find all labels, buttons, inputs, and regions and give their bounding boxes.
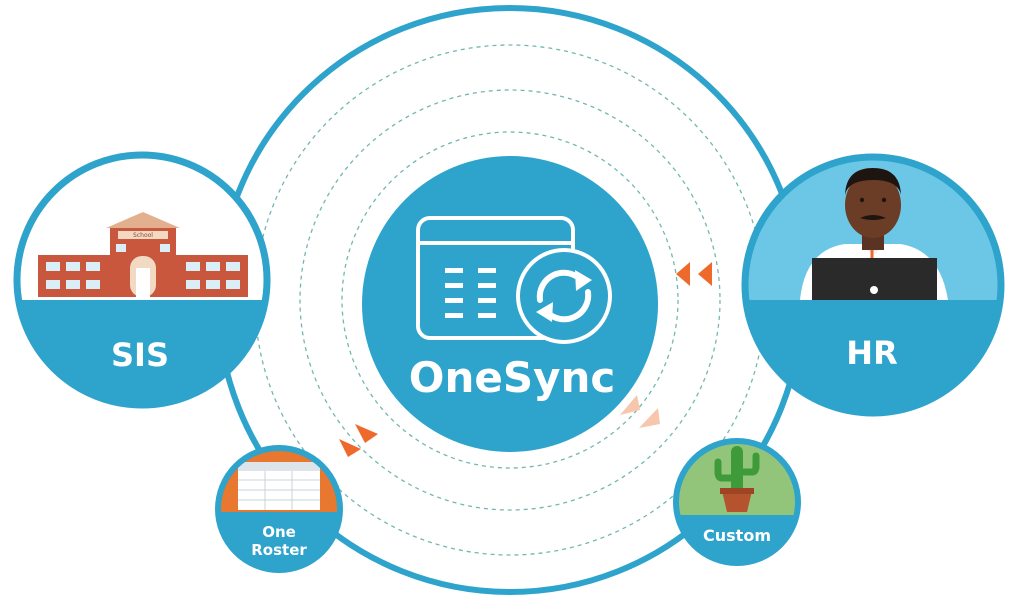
- orbit-ring-middle: [299, 89, 721, 511]
- school-sign: School: [133, 232, 153, 239]
- spreadsheet-icon: [238, 462, 320, 510]
- oneroster-circle-border: [215, 445, 343, 573]
- oneroster-node: One Roster: [215, 445, 343, 573]
- sis-circle-border: [13, 151, 271, 409]
- sis-label: SIS: [111, 336, 169, 374]
- orbit-ring-inner: [341, 131, 679, 469]
- arrow-left-orange: [339, 424, 378, 457]
- laptop-icon: [812, 258, 937, 300]
- hr-label: HR: [846, 334, 897, 372]
- sync-refresh-icon: [516, 248, 612, 344]
- custom-circle-border: [673, 438, 801, 566]
- arrow-peach: [620, 395, 660, 428]
- school-building-icon: School: [38, 212, 248, 297]
- hr-circle-border: [741, 153, 1005, 417]
- oneroster-label-line1: One: [262, 523, 296, 541]
- sync-app-icon: [416, 216, 612, 344]
- hub-circle: [362, 156, 658, 452]
- custom-node: Custom: [673, 438, 801, 566]
- custom-label: Custom: [703, 526, 771, 545]
- arrow-right-orange: [676, 262, 712, 286]
- oneroster-label-line2: Roster: [251, 541, 307, 559]
- onesync-hub: OneSync: [362, 156, 658, 452]
- list-lines-icon: [445, 268, 496, 318]
- cactus-icon: [714, 446, 760, 512]
- hub-label: OneSync: [409, 353, 616, 402]
